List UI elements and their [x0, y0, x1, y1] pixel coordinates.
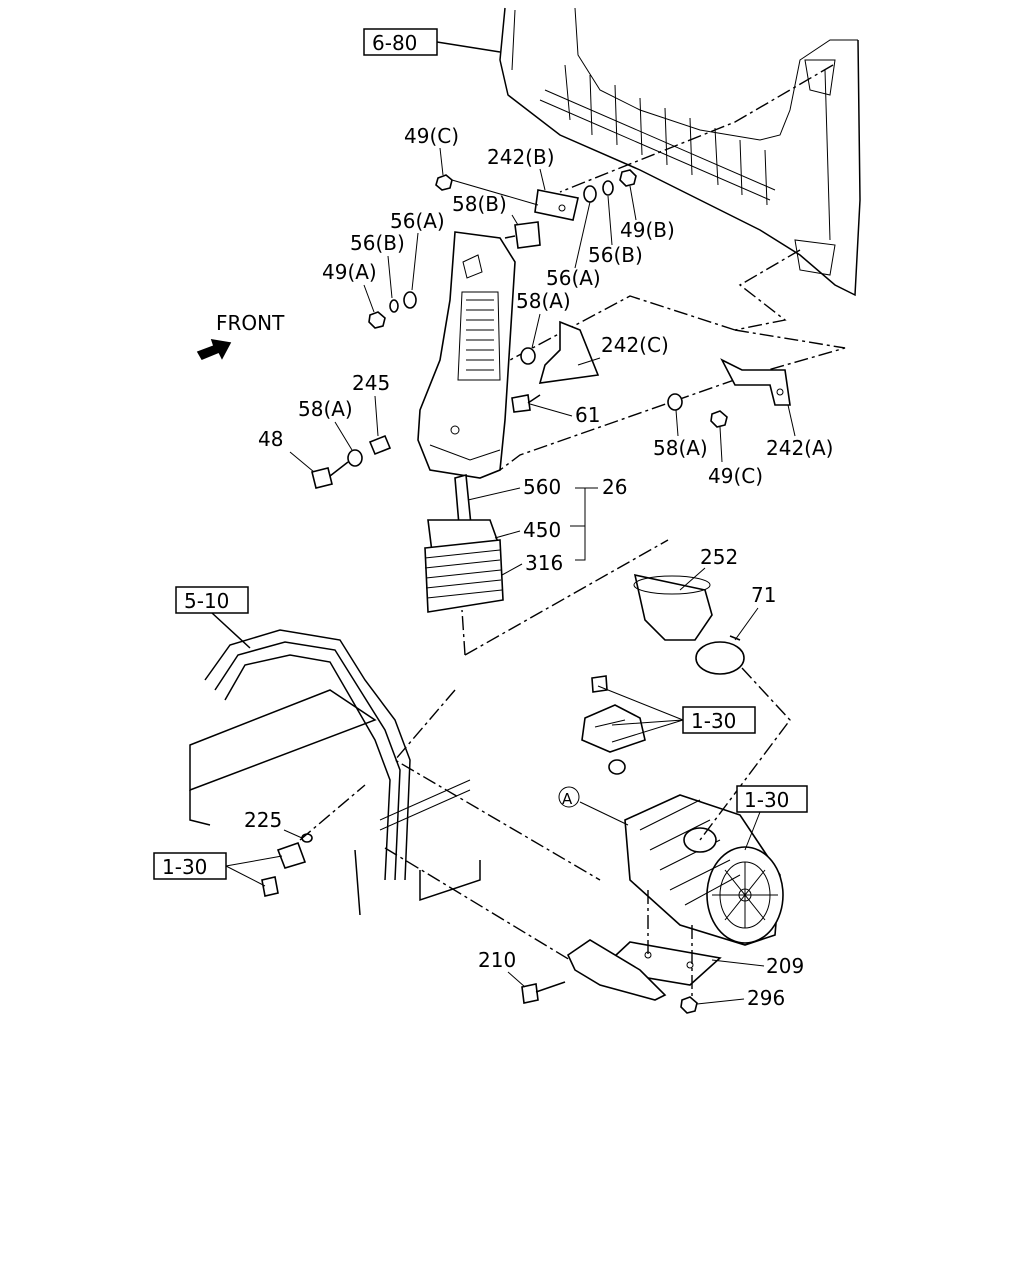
washer-58a-right[interactable]	[667, 393, 683, 411]
washer-58a-left[interactable]	[347, 449, 363, 467]
intake-duct-252[interactable]	[633, 573, 713, 641]
hose-clamp-71[interactable]	[695, 635, 745, 675]
washer-56a-right[interactable]	[583, 185, 597, 203]
collar-245[interactable]	[368, 434, 392, 456]
label-316: 316	[525, 551, 563, 575]
bracket-arm-210[interactable]	[566, 939, 667, 1001]
shift-lever-housing	[417, 231, 516, 479]
label-49a: 49(A)	[322, 260, 377, 284]
washer-56a-left[interactable]	[403, 291, 417, 309]
front-indicator: FRONT	[196, 311, 285, 361]
label-209: 209	[766, 954, 804, 978]
bolt-61[interactable]	[511, 394, 541, 413]
label-48: 48	[258, 427, 283, 451]
label-210: 210	[478, 948, 516, 972]
frame-rail	[189, 629, 481, 916]
ref-box-1-30-a[interactable]: 1-30	[682, 706, 756, 734]
cab-rear-panel	[499, 7, 861, 297]
bracket-225[interactable]	[261, 833, 313, 897]
label-56b-right: 56(B)	[588, 243, 643, 267]
boot-316[interactable]	[424, 539, 504, 613]
svg-text:1-30: 1-30	[744, 788, 789, 812]
bracket-242c[interactable]	[538, 320, 600, 384]
ref-box-5-10[interactable]: 5-10	[175, 586, 249, 614]
washer-56b-right[interactable]	[602, 180, 614, 196]
svg-text:1-30: 1-30	[162, 855, 207, 879]
circle-callout-a: A	[558, 786, 580, 808]
washer-58a-mid[interactable]	[520, 347, 536, 365]
ref-box-1-30-c[interactable]: 1-30	[153, 852, 227, 880]
label-58b: 58(B)	[452, 192, 507, 216]
svg-text:6-80: 6-80	[372, 31, 417, 55]
label-245: 245	[352, 371, 390, 395]
svg-text:A: A	[562, 790, 573, 808]
nut-49b[interactable]	[619, 169, 637, 187]
nut-49c-top[interactable]	[435, 174, 453, 191]
label-225: 225	[244, 808, 282, 832]
label-242b: 242(B)	[487, 145, 555, 169]
label-58a-mid: 58(A)	[516, 289, 571, 313]
label-242c: 242(C)	[601, 333, 669, 357]
bolt-top-sensor[interactable]	[591, 675, 608, 693]
svg-text:5-10: 5-10	[184, 589, 229, 613]
label-560: 560	[523, 475, 561, 499]
o-ring[interactable]	[608, 759, 626, 775]
label-296: 296	[747, 986, 785, 1010]
washer-56b-left[interactable]	[389, 299, 399, 313]
bracket-242a[interactable]	[720, 358, 791, 406]
bolt-48[interactable]	[311, 461, 349, 489]
rubber-mount-58b[interactable]	[504, 221, 541, 249]
label-49c-bottom: 49(C)	[708, 464, 763, 488]
label-242a: 242(A)	[766, 436, 833, 460]
label-58a-left: 58(A)	[298, 397, 353, 421]
bracket-242b[interactable]	[534, 189, 579, 221]
ref-box-6-80[interactable]: 6-80	[363, 28, 438, 56]
label-61: 61	[575, 403, 600, 427]
label-56a-left: 56(A)	[390, 209, 445, 233]
label-252: 252	[700, 545, 738, 569]
nut-49a[interactable]	[368, 311, 386, 329]
label-49c-top: 49(C)	[404, 124, 459, 148]
air-cleaner-body[interactable]	[624, 794, 784, 946]
label-56b-left: 56(B)	[350, 231, 405, 255]
nut-296[interactable]	[680, 996, 698, 1014]
label-49b: 49(B)	[620, 218, 675, 242]
svg-text:FRONT: FRONT	[216, 311, 285, 335]
ref-box-1-30-b[interactable]: 1-30	[736, 785, 808, 813]
svg-text:1-30: 1-30	[691, 709, 736, 733]
bolt-210[interactable]	[521, 981, 566, 1004]
label-58a-right: 58(A)	[653, 436, 708, 460]
nut-49c-bottom[interactable]	[710, 410, 728, 428]
label-56a-right: 56(A)	[546, 266, 601, 290]
sensor-bracket[interactable]	[581, 704, 646, 753]
label-450: 450	[523, 518, 561, 542]
label-71: 71	[751, 583, 776, 607]
label-26: 26	[602, 475, 627, 499]
